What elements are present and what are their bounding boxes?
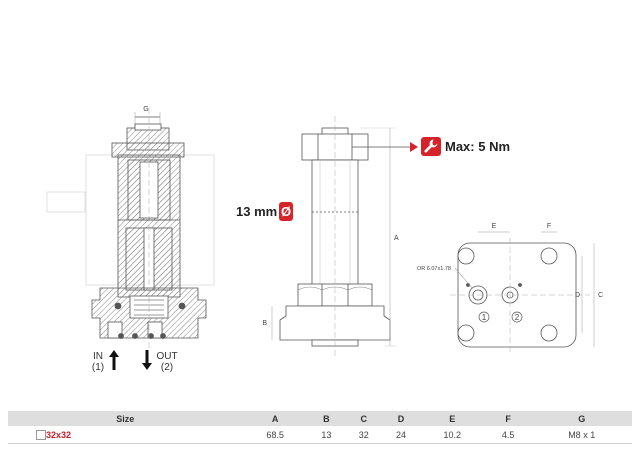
out-port-label: OUT (2) [154,351,180,373]
flange-port-2: 2 [515,313,520,322]
col-c: C [345,411,383,426]
cell-f: 4.5 [484,426,532,444]
dim-e-label: E [492,223,497,230]
col-a: A [242,411,308,426]
dim-b-label: B [262,320,267,327]
diameter-icon-badge: Ø [279,202,293,221]
wrench-icon [424,139,438,153]
out-number: (2) [160,362,174,373]
wrench-icon-badge [421,137,441,156]
dim-c-label: C [598,292,603,299]
col-f: F [484,411,532,426]
spec-table: Size A B C D E F G 32x32 68.5 13 32 24 1… [8,411,632,444]
col-b: B [307,411,346,426]
in-number: (1) [91,362,105,373]
flange-port-1: 1 [482,313,487,322]
col-size: Size [8,411,243,426]
oring-label: OR 6.07x1.78 [417,266,451,272]
wrench-size-label: 13 mm [236,204,278,219]
cell-d: 24 [382,426,420,444]
torque-label: Max: 5 Nm [445,139,511,154]
in-port-label: IN (1) [86,351,110,373]
table-row: 32x32 68.5 13 32 24 10.2 4.5 M8 x 1 [8,426,632,444]
dim-f-label: F [547,223,551,230]
dim-d-label: D [575,292,580,299]
diameter-icon: Ø [280,204,292,219]
technical-drawing: G A B [46,106,603,356]
cell-size: 32x32 [8,426,243,444]
arrow-down-icon [142,350,152,370]
col-e: E [419,411,485,426]
out-label: OUT [156,351,178,362]
spec-table-header: Size A B C D E F G [8,411,632,426]
cell-g: M8 x 1 [531,426,632,444]
dim-g-label: G [143,106,148,113]
dim-a-label: A [394,235,399,242]
cell-b: 13 [307,426,346,444]
arrow-up-icon [109,350,119,370]
size-value: 32x32 [46,429,72,440]
row-checkbox[interactable] [36,430,46,440]
flange-view [450,231,595,352]
cell-c: 32 [345,426,383,444]
col-g: G [531,411,632,426]
col-d: D [382,411,420,426]
cross-section-view [46,108,215,350]
cell-e: 10.2 [419,426,485,444]
side-view [271,116,418,356]
cell-a: 68.5 [242,426,308,444]
in-label: IN [93,351,103,362]
